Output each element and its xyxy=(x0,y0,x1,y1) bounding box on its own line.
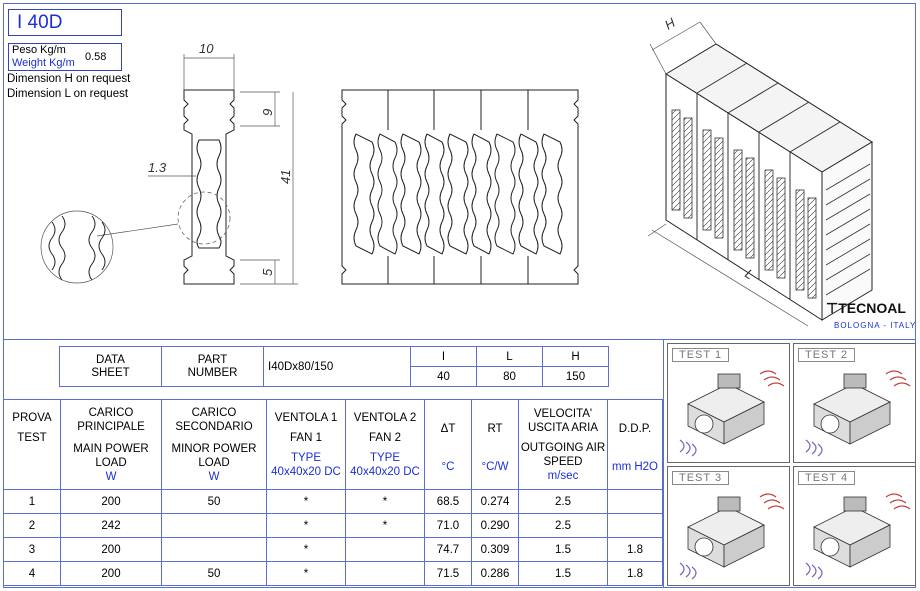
table-cell xyxy=(607,513,663,538)
heatsink-fan-icon xyxy=(679,370,785,457)
dim-bottom-gap: 5 xyxy=(260,268,275,276)
logo-icon: ⊤ xyxy=(826,300,839,316)
table-cell: 1.8 xyxy=(607,561,663,586)
brand-logo: ⊤TECNOAL xyxy=(826,300,906,317)
dim-i-value: 40 xyxy=(410,366,477,387)
weight-label-en: Weight Kg/m xyxy=(12,57,75,69)
table-cell: 50 xyxy=(161,561,267,586)
table-cell: 3 xyxy=(3,537,61,562)
dim-fin: 1.3 xyxy=(148,160,167,175)
table-cell: 200 xyxy=(60,489,162,514)
dim-i-label: I xyxy=(410,346,477,367)
table-cell: 0.309 xyxy=(471,537,519,562)
table-cell: 1 xyxy=(3,489,61,514)
table-cell: 0.290 xyxy=(471,513,519,538)
weight-box: Peso Kg/m Weight Kg/m 0.58 xyxy=(8,43,122,71)
test-4-label: TEST 4 xyxy=(798,471,856,485)
dim-l-value: 80 xyxy=(476,366,543,387)
table-cell: 4 xyxy=(3,561,61,586)
note-h: Dimension H on request xyxy=(7,73,131,85)
table-cell: 2.5 xyxy=(518,489,608,514)
col-rt: RT°C/W xyxy=(471,399,519,490)
table-cell: * xyxy=(266,561,346,586)
isometric-view xyxy=(647,21,873,327)
iso-dim-h: H xyxy=(662,15,678,33)
dim-h-label: H xyxy=(542,346,609,367)
table-cell: * xyxy=(345,513,425,538)
table-cell xyxy=(345,537,425,562)
technical-drawing: 10 9 1.3 41 5 xyxy=(40,15,873,327)
dim-top-gap: 9 xyxy=(260,109,275,116)
profile-section xyxy=(183,89,235,285)
test-2-label: TEST 2 xyxy=(798,348,856,362)
col-ddp: D.D.P.mm H2O xyxy=(607,399,663,490)
table-cell xyxy=(161,513,267,538)
test-3-panel: TEST 3 xyxy=(667,466,790,586)
table-cell: * xyxy=(266,513,346,538)
table-cell xyxy=(607,489,663,514)
assembly-section xyxy=(341,89,579,285)
table-cell: 71.5 xyxy=(424,561,472,586)
table-cell xyxy=(161,537,267,562)
table-cell: * xyxy=(266,537,346,562)
table-cell: 71.0 xyxy=(424,513,472,538)
test-2-panel: TEST 2 xyxy=(793,343,916,463)
table-cell: 200 xyxy=(60,537,162,562)
test-1-panel: TEST 1 xyxy=(667,343,790,463)
table-cell: 200 xyxy=(60,561,162,586)
test-3-label: TEST 3 xyxy=(672,471,730,485)
col-delta-t: ΔT°C xyxy=(424,399,472,490)
part-number: I40Dx80/150 xyxy=(263,346,411,387)
table-cell: 74.7 xyxy=(424,537,472,562)
dim-width: 10 xyxy=(199,41,214,56)
dim-l-label: L xyxy=(476,346,543,367)
heatsink-fan-icon xyxy=(805,493,911,580)
panel-divider xyxy=(663,339,664,588)
section-divider xyxy=(3,339,916,340)
dim-height: 41 xyxy=(278,170,293,184)
table-cell: 1.5 xyxy=(518,537,608,562)
test-4-panel: TEST 4 xyxy=(793,466,916,586)
drawing-frame xyxy=(3,3,916,588)
weight-value: 0.58 xyxy=(85,51,107,63)
table-cell: 50 xyxy=(161,489,267,514)
weight-label-it: Peso Kg/m xyxy=(12,44,66,56)
table-cell: 0.286 xyxy=(471,561,519,586)
profile-code: I 40D xyxy=(8,9,122,36)
note-l: Dimension L on request xyxy=(7,88,129,100)
table-cell: 1.5 xyxy=(518,561,608,586)
table-cell: 242 xyxy=(60,513,162,538)
heatsink-fan-icon xyxy=(805,370,911,457)
table-cell: 2.5 xyxy=(518,513,608,538)
table-cell: 0.274 xyxy=(471,489,519,514)
table-cell: * xyxy=(266,489,346,514)
logo-text: TECNOAL xyxy=(838,300,906,316)
table-cell: * xyxy=(345,489,425,514)
table-cell xyxy=(345,561,425,586)
heatsink-fan-icon xyxy=(679,493,785,580)
dim-h-value: 150 xyxy=(542,366,609,387)
logo-subtitle: BOLOGNA - ITALY xyxy=(834,321,917,330)
table-cell: 1.8 xyxy=(607,537,663,562)
test-1-label: TEST 1 xyxy=(672,348,730,362)
table-cell: 2 xyxy=(3,513,61,538)
table-cell: 68.5 xyxy=(424,489,472,514)
